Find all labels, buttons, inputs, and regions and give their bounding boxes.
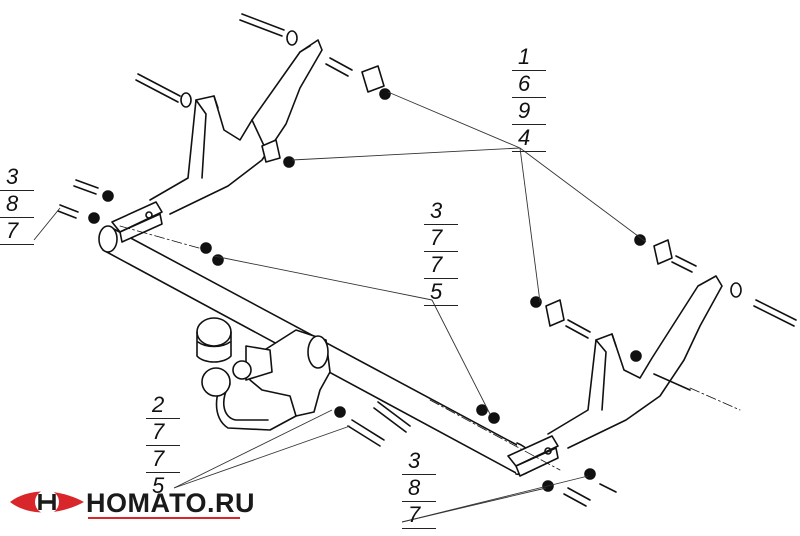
callout-number: 8 bbox=[402, 475, 436, 502]
callout-number: 8 bbox=[0, 191, 34, 218]
callout-bottom-center: 3 8 7 bbox=[402, 448, 436, 529]
callout-number: 5 bbox=[424, 279, 458, 306]
bolts bbox=[57, 13, 797, 507]
callout-number: 7 bbox=[424, 252, 458, 279]
callout-number: 5 bbox=[152, 473, 165, 498]
callout-number: 7 bbox=[402, 502, 436, 529]
callout-number: 3 bbox=[424, 198, 458, 225]
callout-center: 3 7 7 5 bbox=[424, 198, 458, 306]
washers-nuts bbox=[88, 30, 742, 492]
left-bracket bbox=[111, 39, 323, 243]
ball-mount bbox=[201, 329, 331, 431]
callout-number: 7 bbox=[0, 218, 34, 245]
callout-number: 7 bbox=[146, 419, 180, 446]
square-plates bbox=[261, 65, 673, 327]
callout-number: 3 bbox=[402, 448, 436, 475]
callout-number: 2 bbox=[146, 392, 180, 419]
callout-number: 1 bbox=[512, 44, 546, 71]
callout-top-right: 1 6 9 4 bbox=[512, 44, 546, 152]
tow-ball bbox=[196, 317, 232, 363]
callout-left: 3 8 7 bbox=[0, 164, 34, 245]
callout-number: 4 bbox=[512, 125, 546, 152]
brand-logo-emblem bbox=[10, 490, 240, 519]
callout-number: 3 bbox=[0, 164, 34, 191]
callout-bottom-left: 2 7 7 5 bbox=[146, 392, 180, 499]
brand-name: НОМАТО.RU bbox=[86, 488, 255, 518]
callout-number: 6 bbox=[512, 71, 546, 98]
right-bracket bbox=[507, 275, 723, 477]
callout-number: 7 bbox=[146, 446, 180, 473]
center-lines bbox=[119, 225, 741, 471]
leader-lines bbox=[33, 91, 647, 523]
callout-number: 7 bbox=[424, 225, 458, 252]
callout-number: 9 bbox=[512, 98, 546, 125]
